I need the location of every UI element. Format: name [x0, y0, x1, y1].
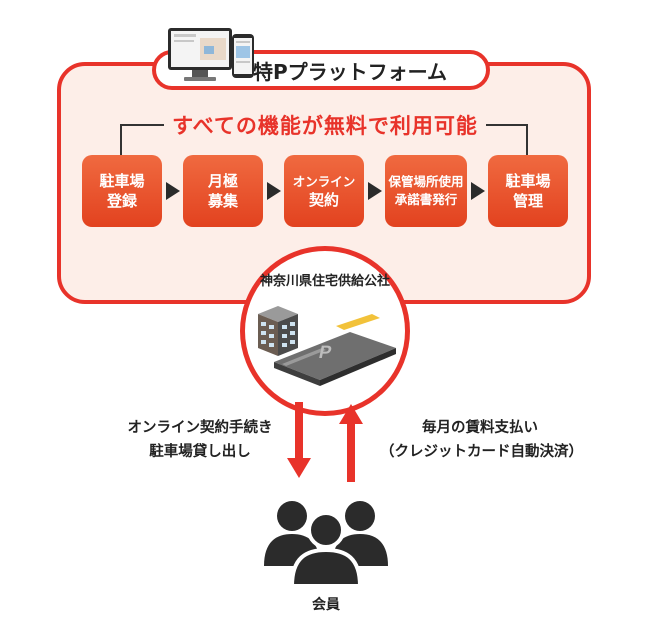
members-label: 会員 — [312, 597, 340, 613]
payment-flow-note: 毎月の賃料支払い （クレジットカード自動決済） — [380, 416, 583, 464]
flow-arrows — [287, 402, 363, 482]
parking-lot-illustration: P — [258, 306, 396, 386]
contract-flow-line2: 駐車場貸し出し — [149, 444, 251, 460]
step-line1: 駐車場 — [99, 172, 145, 190]
step-parking-management: 駐車場 管理 — [488, 155, 568, 227]
platform-title-text: 特Pプラットフォーム — [252, 59, 448, 84]
triangle-right-icon — [471, 182, 485, 200]
computer-and-phone-icon — [168, 28, 254, 81]
step-line1: 駐車場 — [505, 172, 551, 190]
arrow-down-icon — [287, 402, 311, 478]
step-online-contract: オンライン 契約 — [284, 155, 364, 227]
step-parking-registration: 駐車場 登録 — [82, 155, 162, 227]
people-group-icon — [264, 501, 388, 586]
step-line2: 契約 — [308, 191, 339, 209]
step-line1: オンライン — [292, 174, 356, 189]
arrow-up-icon — [339, 404, 363, 482]
triangle-right-icon — [166, 182, 180, 200]
parking-lot-icon: P — [274, 314, 396, 386]
step-line2: 承諾書発行 — [394, 192, 458, 207]
organization-name: 神奈川県住宅供給公社 — [259, 274, 390, 289]
triangle-right-icon — [267, 182, 281, 200]
step-line1: 月極 — [207, 172, 238, 190]
step-monthly-recruitment: 月極 募集 — [183, 155, 263, 227]
step-line2: 管理 — [512, 192, 543, 210]
step-line2: 募集 — [207, 192, 238, 210]
contract-flow-note: オンライン契約手続き 駐車場貸し出し — [120, 416, 280, 464]
step-line1: 保管場所使用 — [388, 174, 464, 189]
payment-flow-line1: 毎月の賃料支払い — [422, 420, 538, 436]
step-line2: 登録 — [106, 192, 137, 210]
svg-text:P: P — [317, 342, 333, 362]
triangle-right-icon — [368, 182, 382, 200]
payment-flow-line2: （クレジットカード自動決済） — [380, 444, 583, 460]
free-features-headline: すべての機能が無料で利用可能 — [164, 108, 486, 142]
contract-flow-line1: オンライン契約手続き — [127, 420, 273, 436]
step-certificate-issuance: 保管場所使用 承諾書発行 — [385, 155, 467, 227]
headline-text: すべての機能が無料で利用可能 — [172, 114, 478, 138]
apartment-building-icon — [258, 306, 298, 356]
